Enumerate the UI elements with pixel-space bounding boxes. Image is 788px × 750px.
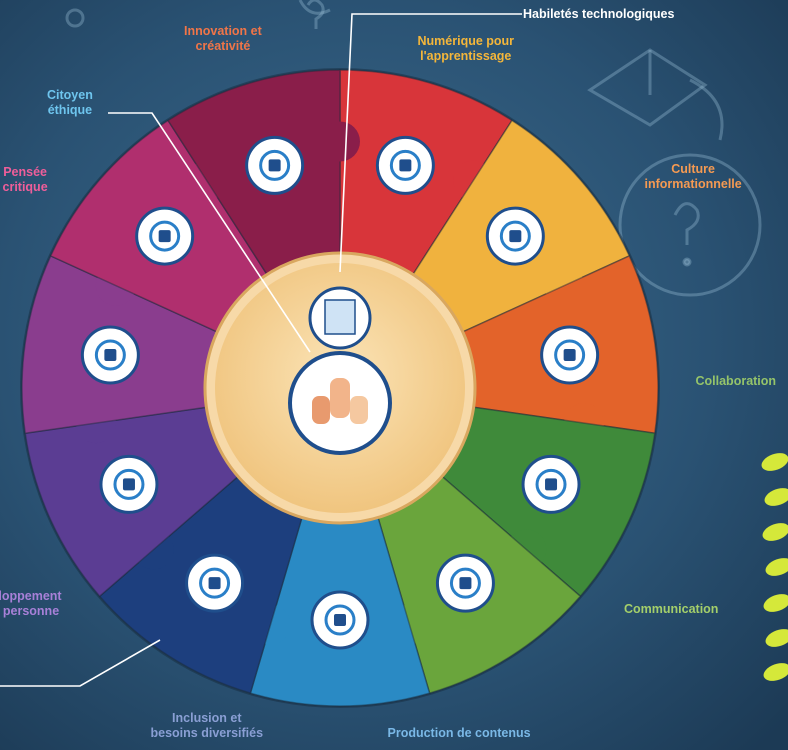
leaf [763, 663, 788, 681]
label-line: Numérique pour [417, 34, 515, 48]
digital-document-touch-icon [308, 286, 372, 350]
label-line: l'apprentissage [420, 49, 512, 63]
leaf [763, 594, 788, 612]
leaf [762, 523, 788, 541]
label-line: critique [2, 180, 48, 194]
label-communication: Communication [624, 602, 718, 617]
callout-habiletes-technologiques: Habiletés technologiques [523, 7, 675, 21]
chat-bubbles-icon [435, 553, 495, 613]
lightbulb-icon [375, 135, 435, 195]
label-line: Pensée [3, 165, 47, 179]
handshake-icon [245, 135, 305, 195]
segment-icons [80, 135, 600, 650]
document-search-icon [540, 325, 600, 385]
label-line: Développement [0, 589, 62, 603]
cycle-arrows-icon [185, 553, 245, 613]
people-network-icon [521, 454, 581, 514]
label-line: éthique [47, 103, 93, 117]
label-line: Communication [624, 602, 719, 616]
video-player-icon [310, 590, 370, 650]
label-collaboration: Collaboration [696, 374, 777, 389]
label-line: créativité [195, 39, 251, 53]
computer-screen-icon [485, 206, 545, 266]
label-line: informationnelle [644, 177, 742, 191]
target-icon [80, 325, 140, 385]
label-line: besoins diversifiés [150, 726, 264, 740]
background-doodles [65, 0, 762, 297]
brain-question-icon [135, 206, 195, 266]
label-line: Inclusion et [172, 711, 242, 725]
label-line: Collaboration [695, 374, 777, 388]
leaf [764, 488, 788, 506]
callout-lines [0, 13, 522, 687]
hands-together-icon [288, 351, 392, 455]
leaf [765, 558, 788, 576]
label-line: Innovation et [184, 24, 262, 38]
leaf [765, 629, 788, 647]
leaves-decoration [761, 453, 788, 681]
label-line: Citoyen [47, 88, 93, 102]
label-developpement: Développementde la personne [0, 589, 62, 619]
cloud-network-icon [99, 454, 159, 514]
label-production: Production de contenus [388, 726, 531, 741]
label-line: de la personne [0, 604, 60, 618]
leaf [761, 453, 788, 471]
label-line: Culture [671, 162, 715, 176]
label-line: Production de contenus [387, 726, 531, 740]
puzzle-knob [320, 121, 360, 162]
